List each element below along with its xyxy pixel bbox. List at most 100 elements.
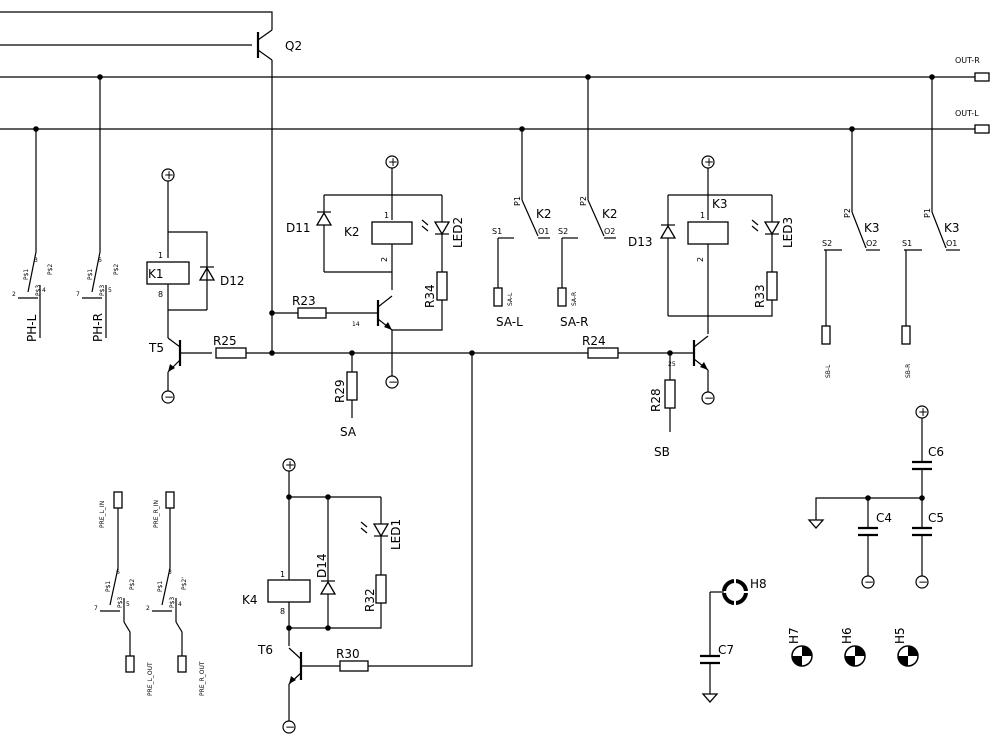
- k2-pin-1: 1: [384, 211, 389, 220]
- r33-label: R33: [753, 284, 767, 308]
- k1-pin-1: 1: [158, 251, 163, 260]
- q2-label: Q2: [285, 39, 302, 53]
- sa-l-connector-label: SA-L: [507, 292, 514, 306]
- k2-pin-2: 2: [380, 257, 389, 262]
- ph-r-pin-5: 5: [108, 287, 112, 294]
- ph-r-label: PH-R: [91, 313, 105, 342]
- ph-l-label: PH-L: [25, 314, 39, 342]
- k4-pin-1: 1: [280, 570, 285, 579]
- k2-relay-block: [315, 155, 451, 331]
- t6-minus-symbol: −: [285, 720, 295, 734]
- k4-label: K4: [242, 593, 258, 607]
- ph-r-pin-ps2: P$2: [113, 264, 120, 275]
- k1-pin-8: 8: [158, 290, 163, 299]
- pre-r-in-label: PRE_R_IN: [153, 500, 160, 528]
- pre-r-pin-ps1: P$1: [157, 581, 164, 592]
- k3-plus-symbol: +: [704, 155, 714, 169]
- k3-s2-pin: S2: [822, 239, 832, 248]
- pre-r-pin-ps3: P$3: [169, 597, 176, 608]
- k1-relay-block: [146, 168, 216, 338]
- k3-minus-symbol: −: [704, 391, 714, 405]
- sb-l-label: SB-L: [825, 364, 832, 378]
- r30-label: R30: [336, 647, 360, 661]
- k2-o1-pin: O1: [538, 227, 549, 236]
- pre-r-pin-2: 2: [146, 605, 150, 612]
- k2-s1-pin: S1: [492, 227, 502, 236]
- r25-label: R25: [213, 334, 237, 348]
- output-buses: [0, 72, 990, 134]
- pre-l-pin-ps2: P$2: [129, 579, 136, 590]
- k3-contact-p1: [901, 77, 960, 345]
- k4-pin-8: 8: [280, 607, 285, 616]
- d11-label: D11: [286, 221, 311, 235]
- pre-r-pin-3: 3: [168, 569, 172, 576]
- h7-label: H7: [787, 627, 801, 644]
- ph-r-pin-6: 6: [98, 257, 102, 264]
- r25-resistor: [215, 347, 247, 359]
- led1-label: LED1: [389, 519, 403, 550]
- c4-label: C4: [876, 511, 892, 525]
- ph-l-pin-3: 3: [34, 257, 38, 264]
- sa-l-label: SA-L: [496, 315, 523, 329]
- top-wiring: [0, 11, 273, 352]
- sa-r-connector-label: SA-R: [571, 292, 578, 306]
- k2-s2-pin: S2: [558, 227, 568, 236]
- t6-label: T6: [257, 643, 273, 657]
- ph-l-pin-4: 4: [42, 287, 46, 294]
- k3-pin-2: 2: [696, 257, 705, 262]
- k2-minus-symbol: −: [388, 375, 398, 389]
- capacitor-network: [807, 405, 932, 589]
- ph-l-pin-2: 2: [12, 291, 16, 298]
- pre-l-switch: [100, 491, 135, 673]
- pre-l-pin-6: 6: [116, 569, 120, 576]
- c5-minus-symbol: −: [918, 575, 928, 589]
- c7-label: C7: [718, 643, 734, 657]
- ph-l-pin-ps3: P$3: [35, 285, 42, 296]
- k4-plus-symbol: +: [285, 458, 295, 472]
- d13-label: D13: [628, 235, 653, 249]
- k3-o1-pin: O1: [946, 239, 957, 248]
- t5-label: T5: [148, 341, 164, 355]
- pre-l-pin-7: 7: [94, 605, 98, 612]
- k3-transistor: [670, 335, 715, 405]
- h7-mounting-hole: [791, 645, 813, 667]
- k2-transistor: [269, 295, 399, 389]
- t5-transistor: [161, 337, 212, 404]
- r32-label: R32: [363, 588, 377, 612]
- ph-r-pin-ps3: P$3: [99, 285, 106, 296]
- pre-l-in-label: PRE_L_IN: [99, 501, 106, 528]
- out-l-label: OUT-L: [955, 109, 979, 118]
- k3-p2-label: K3: [864, 221, 880, 235]
- pre-l-out-label: PRE_L_OUT: [147, 662, 154, 696]
- h5-mounting-hole: [897, 645, 919, 667]
- k1-plus-symbol: +: [164, 168, 174, 182]
- k2-contact-p1: [493, 129, 550, 307]
- c6-label: C6: [928, 445, 944, 459]
- c6-plus-symbol: +: [918, 405, 928, 419]
- ph-r-pin-7: 7: [76, 291, 80, 298]
- h5-label: H5: [893, 627, 907, 644]
- sb-label: SB: [654, 445, 670, 459]
- r29-resistor: [346, 353, 358, 418]
- sa-label: SA: [340, 425, 357, 439]
- k3-p1-label: K3: [944, 221, 960, 235]
- r29-label: R29: [333, 379, 347, 403]
- h6-mounting-hole: [844, 645, 866, 667]
- pre-l-pin-ps1: P$1: [105, 581, 112, 592]
- k2-p1-pin: P1: [513, 196, 522, 206]
- k2-p2-label: K2: [602, 207, 618, 221]
- k1-label: K1: [148, 267, 164, 281]
- k3-p1-pin: P1: [923, 208, 932, 218]
- pre-l-pin-5: 5: [126, 601, 130, 608]
- pre-l-pin-ps3: P$3: [117, 597, 124, 608]
- pre-r-out-label: PRE_R_OUT: [199, 661, 206, 696]
- r24-label: R24: [582, 334, 606, 348]
- sb-r-label: SB-R: [905, 364, 912, 378]
- ph-l-pin-ps1: P$1: [23, 269, 30, 280]
- k2-label: K2: [344, 225, 360, 239]
- k2-p2-pin: P2: [579, 196, 588, 206]
- led3-label: LED3: [781, 217, 795, 248]
- k2-contact-p2: [557, 77, 616, 307]
- pre-r-pin-4: 4: [178, 601, 182, 608]
